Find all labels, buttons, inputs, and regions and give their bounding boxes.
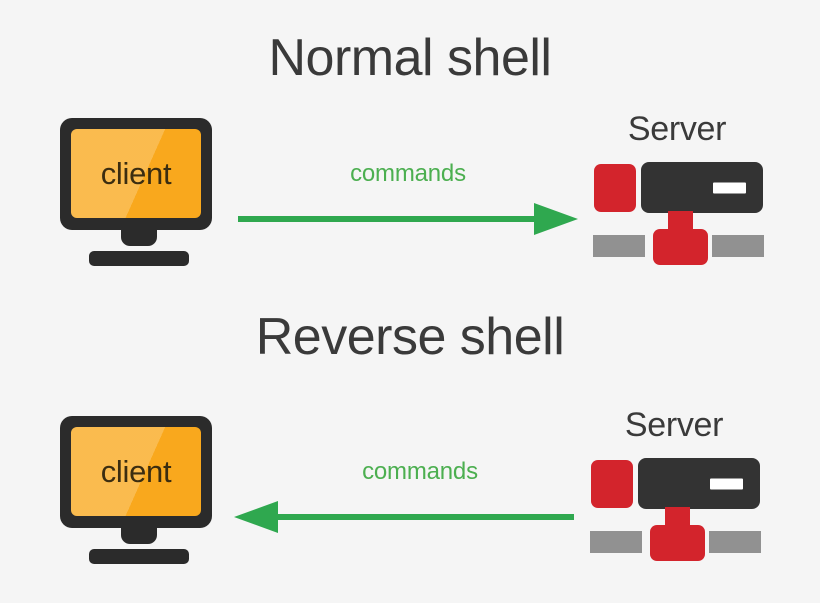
- server-connector-foot: [650, 525, 705, 561]
- server-red-cap: [591, 460, 633, 508]
- flow-reverse-shell: commands: [234, 460, 574, 533]
- server-red-cap: [594, 164, 636, 212]
- monitor-bezel: client: [60, 118, 212, 230]
- monitor-stand-neck: [120, 527, 157, 544]
- section-title-reverse-shell: Reverse shell: [255, 308, 565, 366]
- server-group-normal: Server: [582, 112, 772, 272]
- server-rack-bar-right: [712, 235, 764, 257]
- arrow-right-icon: [238, 203, 578, 235]
- client-monitor-normal: client: [56, 118, 221, 268]
- server-chassis: [638, 458, 760, 509]
- server-rack-bar-left: [593, 235, 645, 257]
- monitor-bezel: client: [60, 416, 212, 528]
- server-led-indicator: [713, 182, 746, 193]
- monitor-stand-neck: [120, 229, 157, 246]
- client-label: client: [100, 453, 172, 489]
- flow-normal-shell: commands: [238, 160, 578, 235]
- monitor-screen: client: [71, 427, 201, 516]
- monitor-stand-base: [88, 549, 189, 564]
- monitor-stand-base: [88, 251, 189, 266]
- client-monitor-reverse: client: [56, 416, 221, 566]
- server-led-indicator: [710, 478, 743, 489]
- panel-normal-shell: client commands Server: [0, 100, 820, 280]
- server-group-reverse: Server: [579, 408, 769, 568]
- server-label: Server: [624, 406, 724, 444]
- server-rack-bar-right: [709, 531, 761, 553]
- arrow-head: [534, 203, 578, 235]
- arrow-left-icon: [234, 501, 574, 533]
- server-icon: [582, 159, 772, 269]
- client-label: client: [100, 155, 172, 191]
- panel-reverse-shell: client commands Server: [0, 398, 820, 580]
- flow-label-commands: commands: [350, 160, 466, 187]
- server-icon: [579, 455, 769, 565]
- server-chassis: [641, 162, 763, 213]
- arrow-shaft: [276, 514, 574, 520]
- section-title-normal-shell: Normal shell: [268, 29, 552, 87]
- server-connector-foot: [653, 229, 708, 265]
- server-label: Server: [627, 110, 727, 148]
- arrow-head: [234, 501, 278, 533]
- server-rack-bar-left: [590, 531, 642, 553]
- flow-label-commands: commands: [362, 458, 478, 485]
- monitor-screen: client: [71, 129, 201, 218]
- arrow-shaft: [238, 216, 536, 222]
